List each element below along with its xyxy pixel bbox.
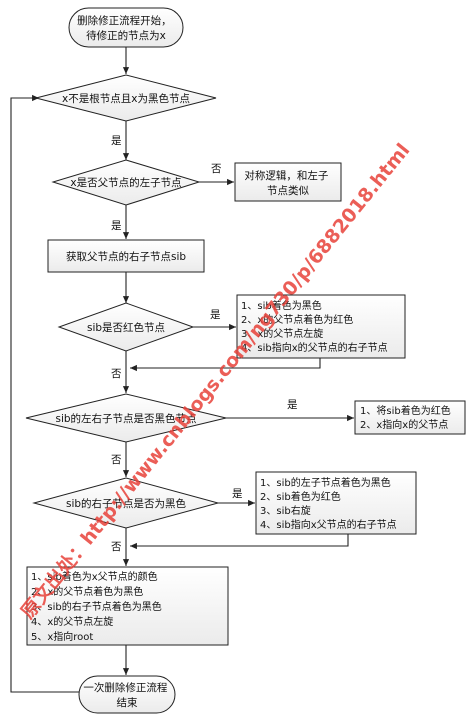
decision-sib-children-black: sib的左右子节点是否黑色节点 (25, 393, 227, 443)
label-right-yes: 是 (232, 488, 243, 500)
process-case1: 1、sib着色为黑色 2、x的父节点着色为红色 3、x的父节点左旋 4、sib指… (236, 294, 406, 359)
label-loop-yes: 是 (111, 135, 122, 147)
case1-line-4: 4、sib指向x的父节点的右子节点 (241, 341, 388, 354)
case4-line-3: 3、sib的右子节点着色为黑色 (31, 600, 162, 613)
label-sibred-no: 否 (111, 368, 122, 380)
case4-line-4: 4、x的父节点左旋 (31, 615, 113, 628)
decision-sib-right-black: sib的右子节点是否为黑色 (32, 477, 220, 529)
case3-line-3: 3、sib右旋 (260, 504, 311, 517)
edge-end-loopback (10, 94, 79, 693)
case2-line-1: 1、将sib着色为红色 (360, 404, 451, 417)
process-get-sibling: 获取父节点的右子节点sib (47, 239, 205, 273)
case1-line-3: 3、x的父节点左旋 (241, 327, 323, 340)
case1-line-1: 1、sib着色为黑色 (241, 299, 322, 312)
decision-is-left-text: x是否父节点的左子节点 (70, 176, 181, 189)
process-mirror-logic: 对称逻辑，和左子 节点类似 (234, 162, 342, 202)
start-node: 删除修正流程开始， 待修正的节点为x (68, 7, 184, 48)
case4-line-5: 5、x指向root (31, 630, 93, 643)
case4-line-1: 1、sib着色为x父节点的颜色 (31, 570, 158, 583)
start-line-2: 待修正的节点为x (86, 29, 166, 42)
case4-line-2: 2、x的父节点着色为黑色 (31, 585, 143, 598)
decision-right-text: sib的右子节点是否为黑色 (66, 497, 187, 510)
case1-line-2: 2、x的父节点着色为红色 (241, 313, 353, 326)
label-isleft-yes: 是 (111, 220, 122, 232)
case3-line-4: 4、sib指向x父节点的右子节点 (260, 518, 397, 531)
decision-sib-red-text: sib是否红色节点 (87, 321, 165, 334)
label-isleft-no: 否 (211, 163, 222, 175)
end-line-1: 一次删除修正流程 (83, 681, 167, 694)
svg-text:删除修正流程开始， 待修正的节点为x: 删除修正流程开始， 待修正的节点为x (77, 14, 175, 42)
end-line-2: 结束 (117, 696, 138, 709)
process-case4: 1、sib着色为x父节点的颜色 2、x的父节点着色为黑色 3、sib的右子节点着… (26, 566, 229, 646)
label-children-no: 否 (111, 454, 122, 466)
edges (10, 47, 354, 693)
decision-is-left-child: x是否父节点的左子节点 (51, 159, 201, 206)
svg-text:1、sib着色为黑色 2、x的父节点着色为红色: 1、sib着色为黑色 2、x的父节点着色为红色 3、x的父节点左旋 4、sib指… (241, 299, 388, 354)
label-children-yes: 是 (287, 399, 298, 411)
svg-text:一次删除修正流程 结束: 一次删除修正流程 结束 (83, 681, 170, 709)
edge-case1-to-merge (130, 358, 321, 372)
label-right-no: 否 (111, 541, 122, 553)
edge-case3-to-merge (130, 534, 349, 550)
edge-labels: 是 否 是 是 否 是 否 是 否 (111, 135, 298, 553)
get-sib-text: 获取父节点的右子节点sib (66, 250, 186, 263)
decision-loop-condition: x不是根节点且x为黑色节点 (35, 74, 217, 122)
svg-text:对称逻辑，和左子 节点类似: 对称逻辑，和左子 节点类似 (244, 169, 331, 197)
decision-children-text: sib的左右子节点是否黑色节点 (55, 412, 196, 425)
start-line-1: 删除修正流程开始， (77, 14, 172, 27)
decision-loop-text: x不是根节点且x为黑色节点 (62, 92, 190, 105)
case3-line-2: 2、sib着色为红色 (260, 490, 341, 503)
case2-line-2: 2、x指向x的父节点 (360, 418, 448, 431)
svg-text:1、sib着色为x父节点的颜色 2、x的父节点着: 1、sib着色为x父节点的颜色 2、x的父节点着色为黑色 3、sib的右子节点着… (31, 570, 165, 643)
case3-line-1: 1、sib的左子节点着色为黑色 (260, 476, 391, 489)
end-node: 一次删除修正流程 结束 (78, 675, 176, 714)
decision-sib-red: sib是否红色节点 (57, 302, 195, 352)
svg-text:1、sib的左子节点着色为黑色 2、sib着色为: 1、sib的左子节点着色为黑色 2、sib着色为红色 3、sib右旋 4、sib… (260, 476, 397, 531)
process-case2: 1、将sib着色为红色 2、x指向x的父节点 (354, 400, 466, 435)
svg-text:1、将sib着色为红色 2、x指向x的父节点: 1、将sib着色为红色 2、x指向x的父节点 (360, 404, 454, 431)
watermark-text: 原文出处：http://www.cnblogs.com/ng730/p/6882… (16, 139, 414, 623)
process-case3: 1、sib的左子节点着色为黑色 2、sib着色为红色 3、sib右旋 4、sib… (255, 471, 417, 535)
mirror-line-1: 对称逻辑，和左子 (244, 169, 328, 182)
mirror-line-2: 节点类似 (267, 184, 309, 197)
label-sibred-yes: 是 (210, 309, 221, 321)
